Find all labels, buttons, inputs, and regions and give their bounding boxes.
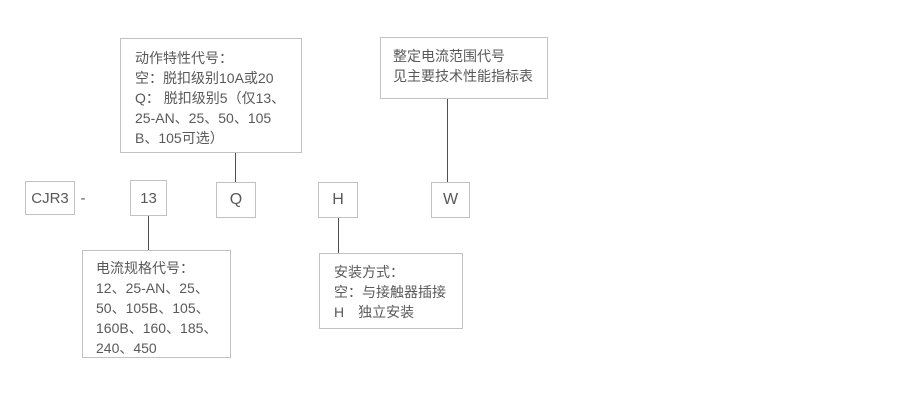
code-separator-hyphen: - [80, 189, 86, 207]
callout-text-line: 50、105B、105、 [96, 300, 210, 316]
callout-text-line: 安装方式： [334, 264, 404, 280]
connector-h-to-mounting-type [338, 218, 339, 253]
callout-text-line: 240、450 [96, 340, 157, 356]
callout-action-characteristic-code: 动作特性代号： 空：脱扣级别10A或20 Q： 脱扣级别5（仅13、 25-AN… [120, 38, 302, 153]
code-box-model-prefix: CJR3 [25, 181, 75, 215]
callout-text-line: 25-AN、25、50、105 [135, 110, 272, 126]
callout-setting-current-range-code: 整定电流范围代号 见主要技术性能指标表 [380, 37, 548, 99]
callout-text-line: B、105可选） [135, 130, 224, 146]
callout-text-line: 电流规格代号： [96, 260, 194, 276]
callout-current-spec-code: 电流规格代号： 12、25-AN、25、 50、105B、105、 160B、1… [82, 250, 231, 358]
callout-text-line: 见主要技术性能指标表 [393, 68, 533, 84]
callout-text-line: H 独立安装 [334, 304, 415, 320]
callout-text-line: 整定电流范围代号 [393, 48, 505, 64]
code-box-action-characteristic: Q [216, 182, 256, 218]
callout-text-line: 空：脱扣级别10A或20 [135, 70, 274, 86]
callout-text-line: Q： 脱扣级别5（仅13、 [135, 90, 286, 106]
callout-text-line: 空：与接触器插接 [334, 284, 446, 300]
code-box-current-spec: 13 [130, 180, 167, 216]
callout-mounting-type: 安装方式： 空：与接触器插接 H 独立安装 [319, 253, 463, 329]
callout-text-line: 12、25-AN、25、 [96, 280, 209, 296]
connector-setting-range-to-w [447, 99, 448, 182]
connector-action-characteristic-to-q [235, 153, 236, 182]
code-box-mounting-type: H [318, 182, 358, 218]
callout-text-line: 动作特性代号： [135, 50, 233, 66]
connector-13-to-current-spec [148, 216, 149, 250]
callout-text-line: 160B、160、185、 [96, 320, 218, 336]
code-box-setting-current-range: W [431, 182, 470, 218]
